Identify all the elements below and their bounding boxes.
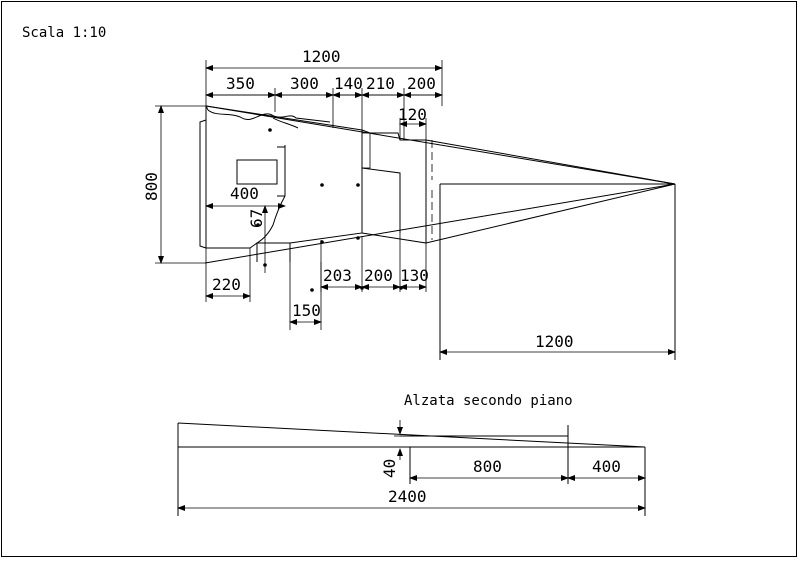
dim-inner-67: 67 <box>247 209 266 228</box>
dim-top-200: 200 <box>407 74 436 93</box>
projection-lines <box>204 105 676 360</box>
dim-projection-1200: 1200 <box>535 332 574 351</box>
scale-label: Scala 1:10 <box>22 25 106 41</box>
dim-bottom-220: 220 <box>212 275 241 294</box>
plan-view: 1200 350 300 140 210 200 120 800 400 67 <box>142 47 676 360</box>
dim-bottom-200: 200 <box>364 266 393 285</box>
top-dimension-chain <box>205 60 443 140</box>
elevation-outline <box>177 420 646 516</box>
dim-rise-40: 40 <box>380 459 399 478</box>
dim-top-140: 140 <box>334 74 363 93</box>
sheet-border <box>1 1 797 557</box>
dim-top-210: 210 <box>366 74 395 93</box>
dim-bottom-130: 130 <box>400 266 429 285</box>
dim-bottom-203: 203 <box>323 266 352 285</box>
dim-overall-width: 1200 <box>302 47 341 66</box>
elevation-dimensions <box>177 475 646 511</box>
dim-bottom-150: 150 <box>292 301 321 320</box>
bottom-dimension-chain <box>205 233 676 355</box>
dim-elev-2400: 2400 <box>388 487 427 506</box>
dim-inner-120: 120 <box>398 105 427 124</box>
height-dimension <box>155 105 206 264</box>
dim-top-350: 350 <box>226 74 255 93</box>
dim-inner-400: 400 <box>230 184 259 203</box>
dim-height-800: 800 <box>142 172 161 201</box>
dim-top-300: 300 <box>290 74 319 93</box>
dim-elev-800: 800 <box>473 457 502 476</box>
dim-elev-400: 400 <box>592 457 621 476</box>
elevation-title: Alzata secondo piano <box>404 393 573 409</box>
inner-dimensions <box>205 203 286 273</box>
elevation-view: Alzata secondo piano 40 800 <box>177 393 646 516</box>
